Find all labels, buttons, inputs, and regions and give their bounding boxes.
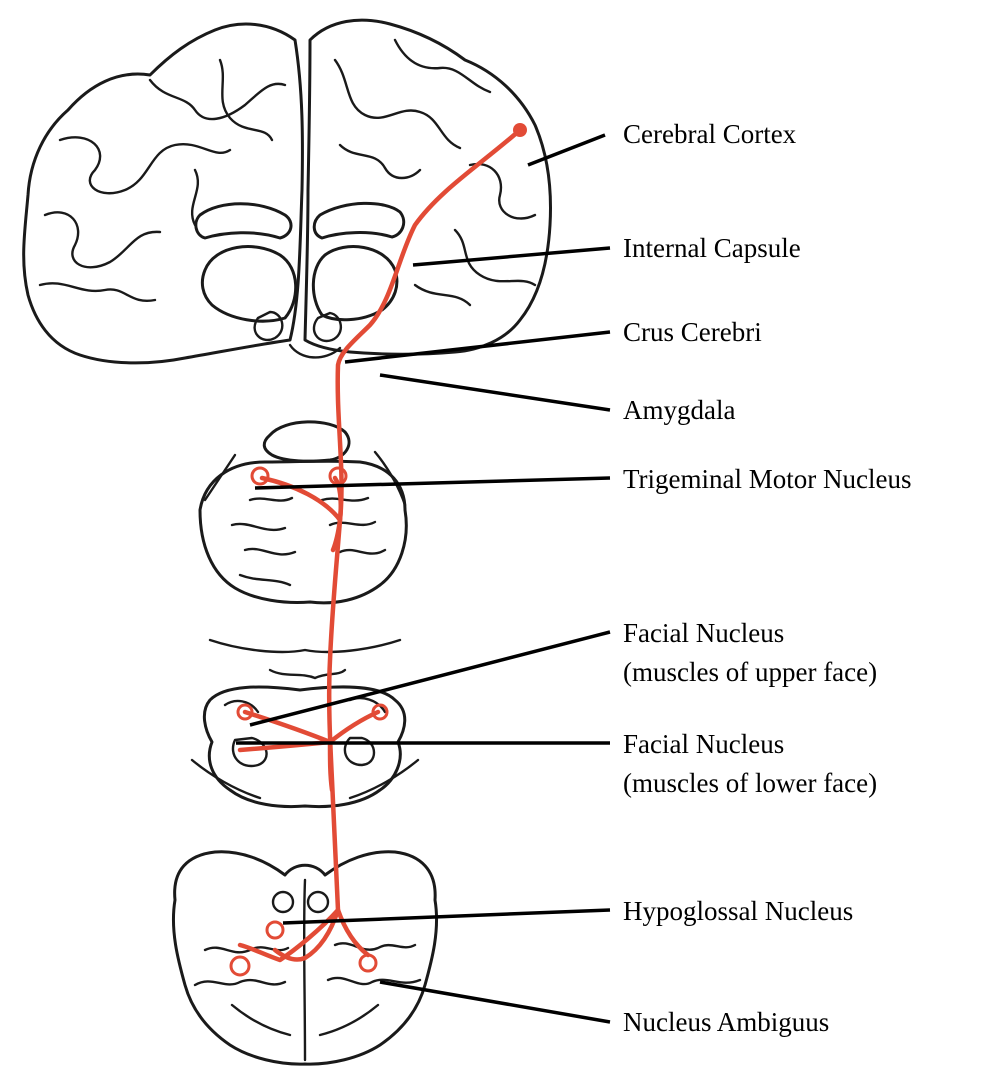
label-facial-nucleus-upper-line1: Facial Nucleus <box>623 618 784 648</box>
corticobulbar-tract <box>231 123 527 975</box>
coronal-brain-section <box>24 20 551 363</box>
upper-medulla-section <box>192 640 418 807</box>
label-facial-nucleus-upper-line2: (muscles of upper face) <box>623 657 877 687</box>
label-trigeminal-motor-nucleus: Trigeminal Motor Nucleus <box>623 464 911 494</box>
leader-trigeminal-motor-nucleus <box>255 478 610 488</box>
labels: Cerebral Cortex Internal Capsule Crus Ce… <box>623 119 911 1037</box>
label-amygdala: Amygdala <box>623 395 735 425</box>
label-nucleus-ambiguus: Nucleus Ambiguus <box>623 1007 829 1037</box>
leader-amygdala <box>380 375 610 410</box>
pons-outline <box>200 461 406 603</box>
leader-crus-cerebri <box>345 332 610 362</box>
right-lateral-ventricle <box>314 203 403 238</box>
nucleus-ambiguus-right <box>360 955 376 971</box>
label-hypoglossal-nucleus: Hypoglossal Nucleus <box>623 896 853 926</box>
label-cerebral-cortex: Cerebral Cortex <box>623 119 797 149</box>
label-facial-nucleus-lower-line2: (muscles of lower face) <box>623 768 877 798</box>
leader-facial-nucleus-upper <box>250 632 610 725</box>
leader-internal-capsule <box>413 248 610 265</box>
leader-nucleus-ambiguus <box>380 982 610 1022</box>
left-thalamus <box>202 247 295 322</box>
hypoglossal-nucleus-left <box>267 922 283 938</box>
trigeminal-nucleus-left <box>252 468 268 484</box>
left-hemisphere-outline <box>24 24 303 363</box>
nucleus-ambiguus-left <box>231 957 249 975</box>
pons-section <box>200 422 406 603</box>
label-internal-capsule: Internal Capsule <box>623 233 801 263</box>
left-lateral-ventricle <box>196 204 291 238</box>
right-thalamus <box>313 247 397 320</box>
label-crus-cerebri: Crus Cerebri <box>623 317 762 347</box>
cerebellar-peduncle-outline <box>264 422 349 461</box>
label-facial-nucleus-lower-line1: Facial Nucleus <box>623 729 784 759</box>
